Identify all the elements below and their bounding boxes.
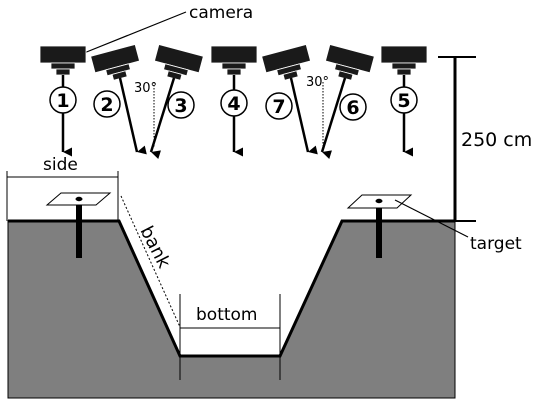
angle-label-right: 30° (306, 75, 329, 90)
target-label: target (470, 234, 522, 254)
camera-2: 2 (90, 43, 147, 155)
camera-number: 7 (272, 96, 285, 118)
target-post-left (76, 200, 82, 258)
camera-pointer (83, 11, 187, 54)
camera-3: 3 (149, 43, 204, 159)
camera-number: 3 (174, 95, 187, 117)
height-dimension (438, 56, 476, 222)
bottom-label: bottom (196, 305, 257, 325)
side-dimension (6, 171, 119, 221)
target-plate-right (346, 194, 413, 209)
camera-number: 1 (56, 90, 69, 112)
side-label: side (43, 155, 78, 175)
camera-5: 5 (380, 45, 428, 157)
camera-6: 6 (320, 43, 375, 159)
target-post-right (376, 204, 382, 258)
camera-7: 7 (261, 43, 318, 155)
camera-number: 6 (346, 97, 359, 119)
height-label: 250 cm (461, 129, 532, 151)
camera-number: 4 (227, 93, 240, 115)
bank-label: bank (136, 223, 175, 273)
camera-number: 5 (397, 90, 410, 112)
target-pointer (394, 199, 469, 238)
angle-label-left: 30° (134, 81, 157, 96)
target-plate-left (45, 192, 112, 206)
bottom-dimension (179, 294, 281, 380)
camera-number: 2 (100, 94, 113, 116)
camera-1: 1 (39, 45, 87, 157)
camera-label: camera (189, 3, 253, 23)
ground-surface-line (8, 219, 455, 358)
camera-4: 4 (210, 45, 258, 157)
